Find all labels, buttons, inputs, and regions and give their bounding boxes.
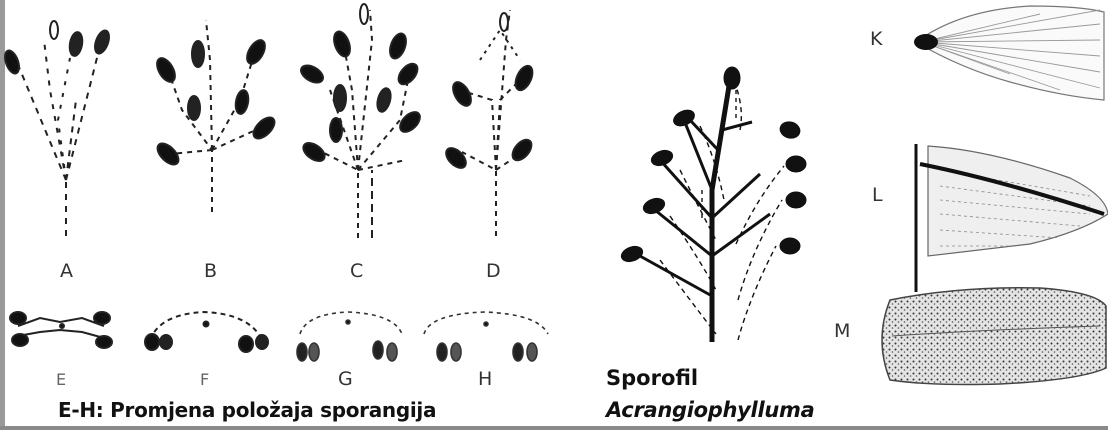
panel-label-h: H xyxy=(478,370,492,389)
frame-bottom-edge xyxy=(0,426,1108,430)
panel-label-f: F xyxy=(200,372,209,388)
frame-left-edge xyxy=(0,0,5,426)
panel-m-drawing xyxy=(882,288,1106,385)
panel-label-k: K xyxy=(870,30,882,49)
panel-l-drawing xyxy=(916,144,1108,292)
panel-label-g: G xyxy=(338,370,353,389)
panel-label-e: E xyxy=(56,372,66,388)
panel-label-a: A xyxy=(60,262,73,281)
panel-label-d: D xyxy=(486,262,501,281)
caption-sporangia-shift: E-H: Promjena položaja sporangija xyxy=(58,398,436,422)
panel-label-l: L xyxy=(872,186,883,205)
panel-e-drawing xyxy=(10,312,112,348)
panel-label-m: M xyxy=(834,322,850,341)
panel-h-drawing xyxy=(424,312,548,361)
panel-b-drawing xyxy=(153,20,278,212)
caption-sporophyll-genus: Acrangiophylluma xyxy=(606,398,814,422)
panel-d-drawing xyxy=(443,10,536,236)
panel-label-c: C xyxy=(350,262,363,281)
panel-g-drawing xyxy=(297,312,402,361)
panel-f-drawing xyxy=(145,312,268,352)
panel-c-drawing xyxy=(298,4,423,238)
panel-a-drawing xyxy=(2,21,111,236)
caption-sporophyll-heading: Sporofil xyxy=(606,366,698,390)
panel-k-drawing xyxy=(914,6,1104,100)
panel-label-b: B xyxy=(204,262,217,281)
sporophyll-drawing xyxy=(619,67,806,342)
